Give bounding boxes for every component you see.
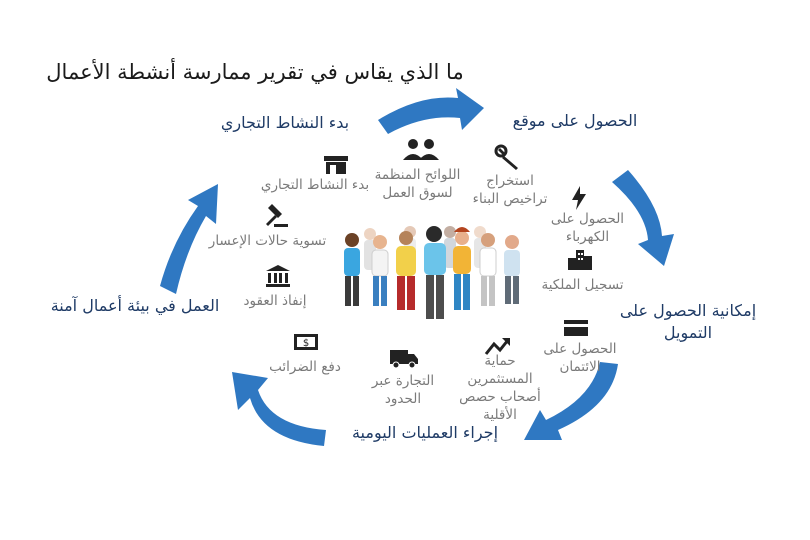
arrow-right-upper <box>612 170 674 266</box>
arrow-left <box>160 184 218 294</box>
indicator-electricity: الحصول على الكهرباء <box>550 211 625 245</box>
trend-up-icon <box>484 338 510 355</box>
stage-secure-environment: العمل في بيئة أعمال آمنة <box>50 296 220 315</box>
indicator-paying-taxes: دفع الضرائب <box>269 359 341 375</box>
bank-icon <box>266 265 290 287</box>
arrow-right-lower <box>524 362 618 440</box>
indicator-start-business: بدء النشاط التجاري <box>260 177 370 193</box>
indicator-labor-regulation: اللوائح المنظمة لسوق العمل <box>374 167 461 201</box>
arrow-top <box>378 88 484 134</box>
stage-daily-operations: إجراء العمليات اليومية <box>351 423 499 442</box>
indicator-minority-investors: حماية المستثمرين أصحاب حصص الأقلية <box>459 353 541 423</box>
indicator-resolving-insolvency: تسوية حالات الإعسار <box>208 233 327 249</box>
lightning-icon <box>572 186 586 210</box>
arrow-bottom <box>232 372 326 446</box>
stage-location: الحصول على موقع <box>512 111 638 130</box>
indicator-getting-credit: الحصول على الائتمان <box>543 341 617 375</box>
credit-card-icon <box>564 320 588 336</box>
gavel-icon <box>266 204 288 227</box>
crowd-illustration <box>344 226 520 319</box>
indicator-construction-permits: استخراج تراخيص البناء <box>472 173 548 207</box>
stage-starting: بدء النشاط التجاري <box>220 113 350 132</box>
buildings-icon <box>568 250 592 270</box>
indicator-enforcing-contracts: إنفاذ العقود <box>243 293 307 309</box>
stage-financing: إمكانية الحصول على التمويل <box>619 301 757 342</box>
truck-icon <box>390 350 418 369</box>
dollar-bill-icon: $ <box>294 334 318 350</box>
wrench-icon <box>494 144 518 170</box>
svg-text:$: $ <box>303 338 309 349</box>
store-icon <box>324 156 348 174</box>
diagram-title: ما الذي يقاس في تقرير ممارسة أنشطة الأعم… <box>46 60 464 84</box>
indicator-registering-property: تسجيل الملكية <box>541 277 624 293</box>
people-icon <box>403 139 439 160</box>
indicator-trading-across-borders: التجارة عبر الحدود <box>371 373 435 407</box>
